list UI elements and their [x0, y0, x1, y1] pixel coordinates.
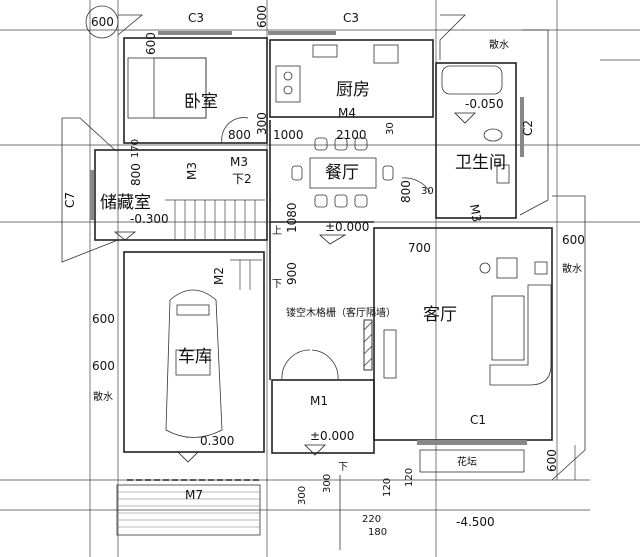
garage-door-m7 — [116, 484, 261, 536]
room-label-kitchen: 厨房 — [336, 80, 370, 100]
dim-900: 900 — [285, 262, 299, 285]
dim-600-planter: 600 — [545, 449, 559, 472]
entry-down-label: 下 — [338, 462, 348, 473]
room-label-storage: 储藏室 — [100, 193, 151, 213]
window-c1 — [417, 440, 527, 445]
elevation-markers — [113, 112, 476, 463]
dim-300-a: 300 — [297, 486, 308, 505]
dim-700: 700 — [408, 241, 431, 255]
lattice-note: 镂空木格栅（客厅隔墙） — [286, 306, 396, 319]
room-label-garage: 车库 — [178, 347, 212, 367]
dimension-circle — [85, 5, 119, 39]
door-arc-bath — [401, 177, 431, 193]
stair-up-label: 上 — [272, 225, 282, 237]
sink — [373, 44, 399, 64]
dim-180: 180 — [368, 527, 387, 538]
walls — [61, 14, 586, 536]
window-tag-c7: C7 — [63, 192, 77, 208]
apron-label-top: 散水 — [489, 38, 509, 51]
planter-label: 花坛 — [457, 455, 477, 468]
dim-600-circle: 600 — [91, 15, 114, 29]
room-label-living: 客厅 — [423, 305, 457, 325]
elevation-entry: ±0.000 — [310, 429, 354, 443]
elevation-garage: 0.300 — [200, 434, 234, 448]
dim-30-m4: 30 — [385, 122, 396, 135]
dim-600-left1: 600 — [92, 312, 115, 326]
door-arc-bedroom — [221, 117, 249, 144]
sofa — [489, 284, 552, 386]
dim-120-a: 120 — [404, 468, 415, 487]
elevation-storage: -0.300 — [130, 212, 169, 226]
kitchen-counter — [312, 44, 338, 58]
door-tag-m4: M4 — [338, 106, 356, 120]
elevation-outdoor: -4.500 — [456, 515, 495, 529]
apron-label-right: 散水 — [562, 262, 582, 275]
window-tag-c3-right: C3 — [343, 11, 359, 25]
dim-800-storage: 800 — [129, 163, 143, 186]
furniture — [85, 5, 552, 438]
dim-1000: 1000 — [273, 128, 304, 142]
coffee-table — [491, 295, 525, 361]
dim-300-bed: 300 — [255, 112, 269, 135]
dim-600-right: 600 — [562, 233, 585, 247]
room-label-dining: 餐厅 — [325, 163, 359, 183]
toilet — [483, 128, 503, 142]
window-tag-c3-left: C3 — [188, 11, 204, 25]
elevation-dining: ±0.000 — [325, 220, 369, 234]
tv — [383, 329, 397, 379]
window-tag-c1: C1 — [470, 413, 486, 427]
window-c2 — [520, 97, 524, 157]
door-tag-m3-down-note: 下2 — [232, 172, 252, 186]
dim-600-top: 600 — [255, 5, 269, 28]
dim-300-b: 300 — [322, 474, 333, 493]
window-c7 — [90, 170, 94, 220]
dining-table — [309, 157, 377, 189]
room-label-bathroom: 卫生间 — [455, 153, 506, 173]
stair-down-label: 下 — [272, 279, 282, 290]
dim-2100: 2100 — [336, 128, 367, 142]
apron-label-left: 散水 — [93, 390, 113, 403]
car — [165, 289, 223, 438]
basin — [496, 164, 510, 184]
door-tag-m7: M7 — [185, 488, 203, 502]
dim-30-bath: 30 — [421, 186, 434, 197]
door-tag-m1: M1 — [310, 394, 328, 408]
room-label-bedroom: 卧室 — [184, 92, 218, 112]
dim-120-b: 120 — [382, 478, 393, 497]
stove — [275, 65, 301, 103]
door-tag-m3-bath: M3 — [467, 203, 484, 223]
door-tag-m3-stair: M3 — [185, 162, 199, 180]
window-c3-left — [158, 31, 232, 35]
window-tag-c2: C2 — [521, 120, 535, 136]
dim-800-bed: 800 — [228, 128, 251, 142]
elevation-bathroom: -0.050 — [465, 97, 504, 111]
door-tag-m3-down: M3 — [230, 155, 248, 169]
planter — [419, 449, 525, 473]
dim-220: 220 — [362, 514, 381, 525]
lattice-partition — [363, 319, 373, 371]
door-arc-m1 — [281, 349, 339, 381]
dim-800-bath: 800 — [399, 180, 413, 203]
dim-600-left2: 600 — [92, 359, 115, 373]
dim-1080: 1080 — [285, 202, 299, 233]
chairs — [291, 137, 394, 208]
bathtub — [441, 65, 503, 95]
window-c3-right — [268, 31, 336, 35]
tv-cabinet — [496, 257, 518, 279]
dim-600-bath: 600 — [144, 32, 158, 55]
dim-170: 170 — [130, 139, 141, 158]
door-tag-m2: M2 — [212, 267, 226, 285]
